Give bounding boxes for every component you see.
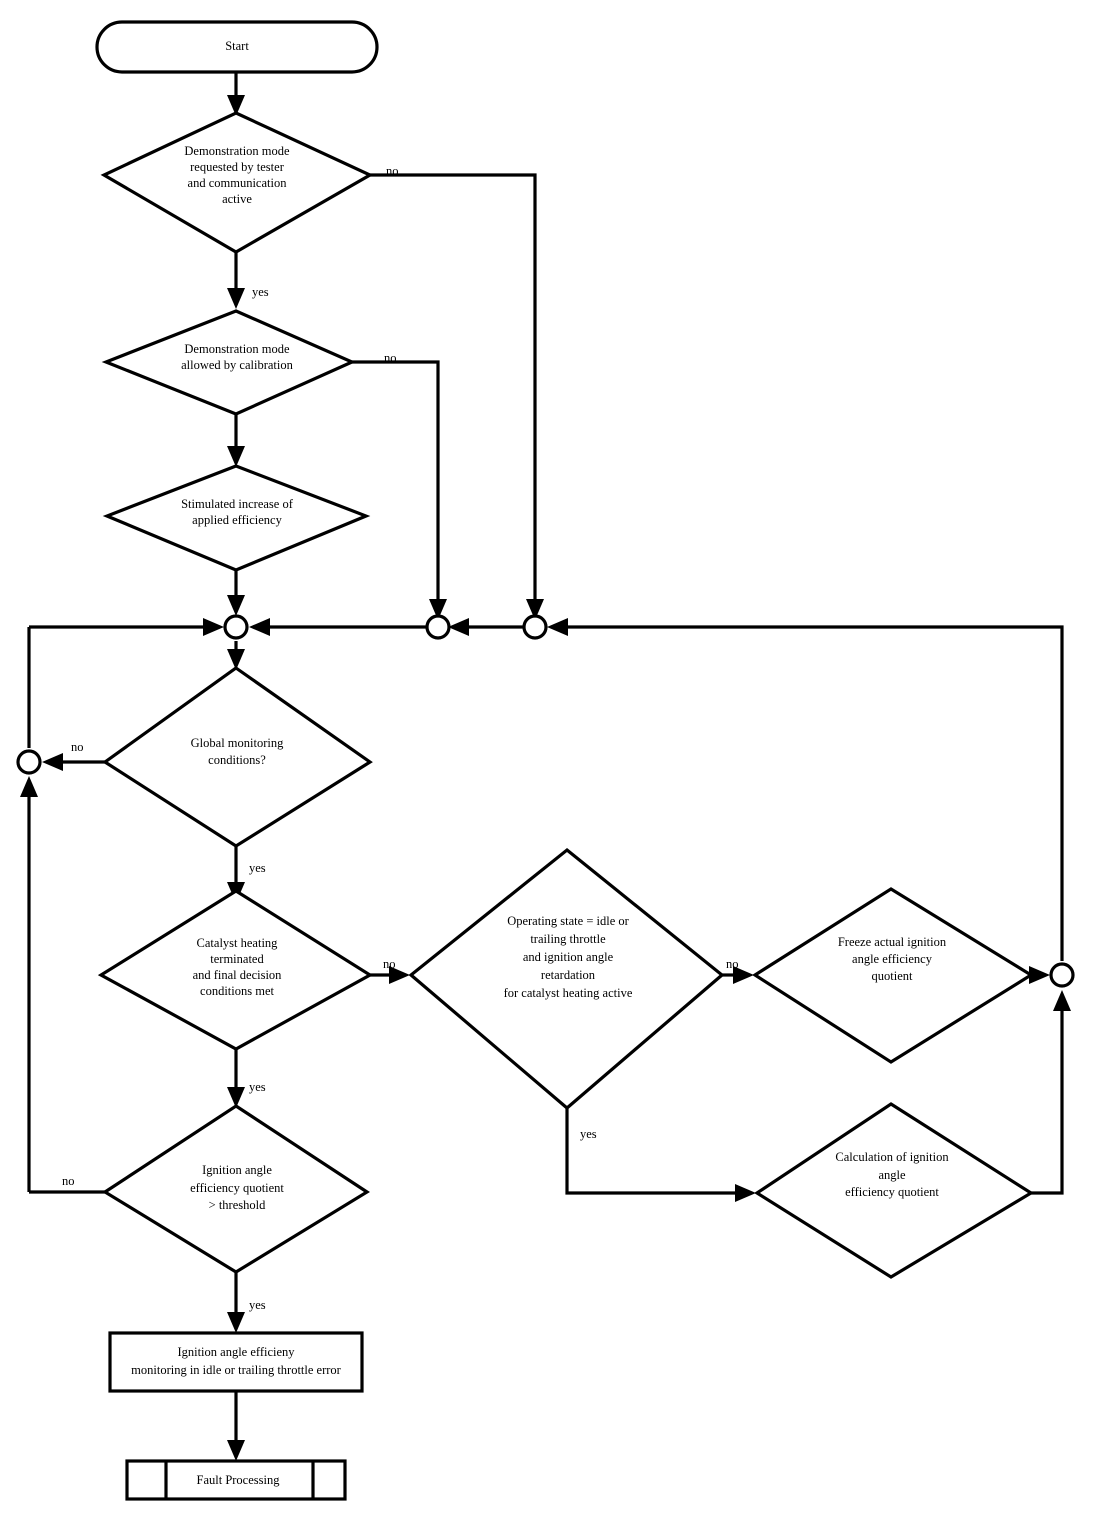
node-merge-left[interactable]: [16, 749, 42, 775]
node-threshold-check-line3: > threshold: [209, 1198, 266, 1212]
node-calculation-quotient-line3: efficiency quotient: [845, 1185, 939, 1199]
node-start-label: Start: [225, 39, 249, 53]
node-demo-allowed[interactable]: Demonstration mode allowed by calibratio…: [101, 309, 356, 416]
node-merge-right-top[interactable]: [522, 614, 548, 640]
node-freeze-quotient-line3: quotient: [872, 969, 913, 983]
node-operating-state-line1: Operating state = idle or: [507, 914, 629, 928]
node-merge-right-bottom[interactable]: [1049, 962, 1075, 988]
edge-label-threshold-yes: yes: [249, 1298, 266, 1312]
node-calculation-quotient-line2: angle: [878, 1168, 906, 1182]
node-freeze-quotient-line2: angle efficiency: [852, 952, 933, 966]
node-fault-processing-label: Fault Processing: [197, 1473, 281, 1487]
edge-global-monitoring-no: [42, 753, 105, 771]
node-freeze-quotient-line1: Freeze actual ignition: [838, 935, 947, 949]
node-catalyst-heating-line4: conditions met: [200, 984, 274, 998]
node-operating-state-line4: retardation: [541, 968, 596, 982]
edge-threshold-yes: [227, 1272, 245, 1333]
node-global-monitoring-line1: Global monitoring: [191, 736, 284, 750]
edge-label-global-monitoring-yes: yes: [249, 861, 266, 875]
edge-merge-main-to-global-monitoring: [227, 641, 245, 670]
edge-catalyst-heating-yes: [227, 1048, 245, 1108]
node-global-monitoring[interactable]: Global monitoring conditions?: [102, 666, 373, 848]
node-catalyst-heating-line2: terminated: [210, 952, 264, 966]
node-stimulated[interactable]: Stimulated increase of applied efficienc…: [102, 464, 371, 572]
edge-monitoring-to-fault-processing: [227, 1391, 245, 1461]
edge-bottom-left-rail-to-merge-left: [20, 776, 38, 1192]
node-threshold-check-line2: efficiency quotient: [190, 1181, 284, 1195]
node-global-monitoring-line2: conditions?: [208, 753, 266, 767]
node-fault-processing[interactable]: Fault Processing: [125, 1459, 347, 1501]
edge-demo-allowed-no: [352, 360, 447, 620]
edge-left-rail-to-merge-main: [29, 618, 224, 636]
edge-calculation-to-merge-right-bottom: [1031, 990, 1071, 1195]
edge-demo-requested-yes: [227, 251, 245, 309]
node-demo-requested-line1: Demonstration mode: [184, 144, 290, 158]
edge-catalyst-heating-no: [370, 966, 410, 984]
node-catalyst-heating-line1: Catalyst heating: [197, 936, 279, 950]
edge-merge-right-top-to-merge-mid: [448, 618, 525, 636]
node-merge-mid[interactable]: [425, 614, 451, 640]
edge-label-operating-state-no: no: [726, 957, 739, 971]
node-demo-allowed-line2: allowed by calibration: [181, 358, 294, 372]
edge-start-to-demo-requested: [227, 72, 245, 116]
edge-demo-requested-no: [370, 173, 544, 620]
edge-label-demo-allowed-no: no: [384, 351, 397, 365]
edge-operating-state-yes: [565, 1108, 756, 1202]
edge-label-global-monitoring-no: no: [71, 740, 84, 754]
edge-demo-allowed-to-stimulated: [227, 413, 245, 467]
node-monitoring-error-line2: monitoring in idle or trailing throttle …: [131, 1363, 342, 1377]
node-demo-requested-line2: requested by tester: [190, 160, 285, 174]
node-calculation-quotient[interactable]: Calculation of ignition angle efficiency…: [754, 1102, 1035, 1279]
node-catalyst-heating-line3: and final decision: [193, 968, 283, 982]
edge-label-demo-requested-no: no: [386, 164, 399, 178]
node-stimulated-line1: Stimulated increase of: [181, 497, 294, 511]
node-start[interactable]: Start: [95, 20, 379, 74]
node-threshold-check[interactable]: Ignition angle efficiency quotient > thr…: [102, 1104, 370, 1274]
node-operating-state[interactable]: Operating state = idle or trailing throt…: [408, 847, 725, 1111]
edge-label-catalyst-heating-yes: yes: [249, 1080, 266, 1094]
node-merge-main[interactable]: [223, 614, 249, 640]
node-monitoring-error[interactable]: Ignition angle efficieny monitoring in i…: [108, 1331, 364, 1393]
edge-merge-mid-to-merge-main: [249, 618, 428, 636]
node-demo-requested-line4: active: [222, 192, 252, 206]
edge-label-catalyst-heating-no: no: [383, 957, 396, 971]
node-demo-allowed-line1: Demonstration mode: [184, 342, 290, 356]
node-threshold-check-line1: Ignition angle: [202, 1163, 272, 1177]
node-freeze-quotient[interactable]: Freeze actual ignition angle efficiency …: [752, 887, 1035, 1064]
edge-right-rail-loop: [547, 618, 1064, 961]
node-demo-requested-line3: and communication: [188, 176, 288, 190]
node-operating-state-line3: and ignition angle: [523, 950, 614, 964]
edge-label-operating-state-yes: yes: [580, 1127, 597, 1141]
node-catalyst-heating[interactable]: Catalyst heating terminated and final de…: [97, 889, 374, 1051]
edge-label-threshold-no: no: [62, 1174, 75, 1188]
node-operating-state-line5: for catalyst heating active: [504, 986, 633, 1000]
node-demo-requested[interactable]: Demonstration mode requested by tester a…: [100, 111, 374, 254]
node-calculation-quotient-line1: Calculation of ignition: [835, 1150, 949, 1164]
node-operating-state-line2: trailing throttle: [530, 932, 606, 946]
edge-stimulated-to-merge-main: [227, 570, 245, 616]
node-stimulated-line2: applied efficiency: [192, 513, 282, 527]
node-monitoring-error-line1: Ignition angle efficieny: [177, 1345, 295, 1359]
edge-label-demo-requested-yes: yes: [252, 285, 269, 299]
edge-operating-state-no: [722, 966, 754, 984]
